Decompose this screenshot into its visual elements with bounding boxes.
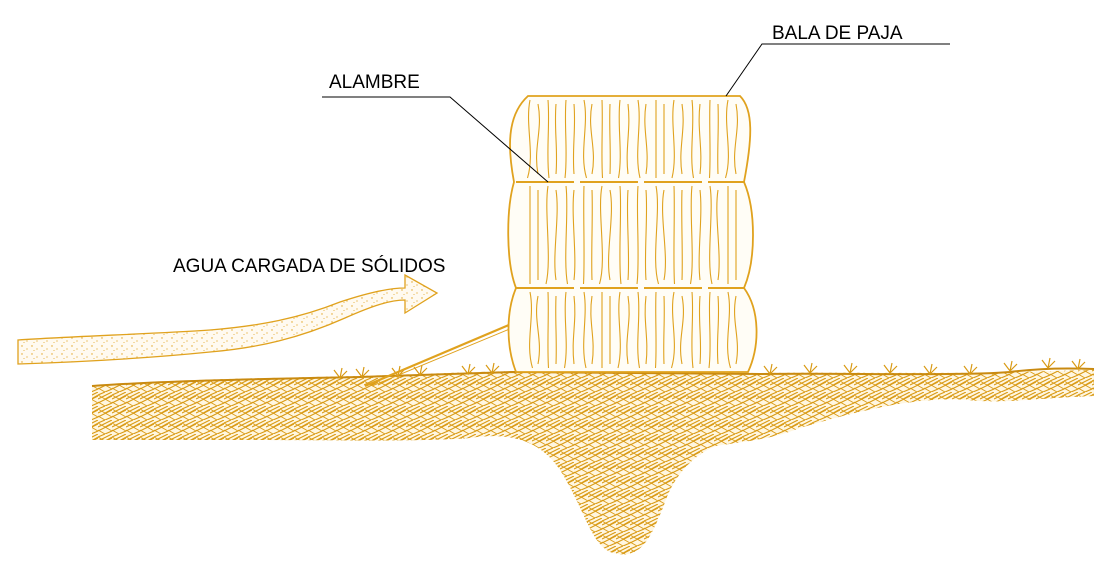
flow-arrow-icon: [17, 273, 439, 365]
grass-tuft-icon: [883, 362, 898, 375]
grass-tuft-icon: [1041, 357, 1056, 370]
straw-strand: [617, 99, 621, 179]
straw-strand: [565, 185, 569, 285]
straw-strand: [637, 99, 641, 179]
straw-strand: [644, 103, 648, 175]
grass-tuft-icon: [803, 362, 818, 375]
straw-strand: [526, 99, 531, 179]
straw-strand: [598, 185, 603, 285]
straw-strand: [673, 185, 676, 285]
grass-tuft-icon: [1003, 360, 1018, 373]
grass-tuft-icon: [413, 364, 428, 377]
straw-strand: [708, 291, 711, 369]
straw-strand: [671, 99, 675, 179]
grass-tuft-icon: [963, 363, 978, 376]
straw-strand: [644, 189, 648, 281]
grass-tuft-icon: [763, 363, 778, 376]
stake-icon-shadow: [371, 327, 513, 387]
straw-strand: [583, 291, 587, 369]
straw-strand: [698, 103, 702, 175]
straw-strand: [555, 295, 557, 365]
straw-strand: [691, 99, 695, 179]
straw-strand: [617, 291, 621, 369]
straw-strand: [572, 189, 576, 281]
straw-strand: [681, 189, 683, 281]
straw-strand: [601, 99, 604, 179]
straw-strand: [662, 189, 666, 281]
grass-tuft-icon: [843, 362, 858, 375]
grass-tuft-icon: [1071, 358, 1086, 371]
straw-strand: [680, 295, 684, 365]
wire-label: ALAMBRE: [329, 72, 420, 93]
soil-ground: [92, 370, 1094, 555]
grass-tuft-icon: [923, 363, 938, 376]
grass-tuft-icon: [485, 362, 500, 375]
straw-strand: [583, 99, 588, 179]
stake-icon: [364, 320, 517, 388]
straw-strand: [554, 189, 558, 281]
straw-strand: [626, 103, 630, 175]
grass-tuft-icon: [355, 366, 370, 379]
straw-strand: [724, 99, 729, 179]
straw-strand: [727, 291, 732, 369]
water-label: AGUA CARGADA DE SÓLIDOS: [173, 255, 445, 277]
straw-strand: [670, 291, 675, 369]
straw-strand: [636, 185, 639, 285]
straw-strand: [716, 295, 720, 365]
straw-strands: [526, 99, 738, 369]
straw-strand: [554, 103, 558, 175]
straw-strand: [582, 185, 585, 285]
straw-strand: [708, 99, 711, 179]
straw-strand: [654, 291, 657, 369]
grass-tuft-icon: [461, 363, 476, 376]
straw-strand: [536, 103, 540, 175]
straw-strand: [716, 189, 720, 281]
straw-strand: [545, 185, 549, 285]
straw-strand: [734, 295, 738, 365]
straw-strand: [698, 295, 702, 365]
straw-strand: [709, 185, 713, 285]
straw-strand: [529, 291, 534, 369]
straw-strand: [619, 185, 622, 285]
straw-bale: [507, 95, 758, 373]
straw-strand: [734, 103, 738, 175]
wire-leader-line: [322, 96, 549, 183]
straw-strand: [609, 103, 611, 175]
straw-strand: [564, 99, 567, 179]
straw-strand: [698, 189, 702, 281]
bale-label: BALA DE PAJA: [772, 23, 903, 44]
straw-strand: [680, 103, 684, 175]
straw-strand: [572, 295, 576, 365]
straw-strand: [608, 189, 612, 281]
straw-strand: [536, 295, 540, 365]
straw-strand: [626, 189, 630, 281]
straw-strand: [547, 99, 550, 179]
ground-line: [91, 367, 1095, 387]
straw-strand: [655, 185, 660, 285]
straw-strand: [663, 295, 665, 365]
straw-strand: [626, 295, 630, 365]
straw-strand: [572, 103, 576, 175]
bale-leader-line: [725, 43, 950, 97]
straw-strand: [644, 295, 648, 365]
straw-strand: [689, 185, 693, 285]
straw-strand: [590, 103, 594, 175]
straw-strand: [691, 291, 694, 369]
straw-strand: [563, 291, 567, 369]
straw-strand: [637, 291, 641, 369]
straw-strand: [717, 103, 719, 175]
straw-strand: [591, 189, 593, 281]
grass-tuft-icon: [333, 367, 348, 380]
straw-strand: [547, 291, 550, 369]
straw-strand: [590, 295, 594, 365]
